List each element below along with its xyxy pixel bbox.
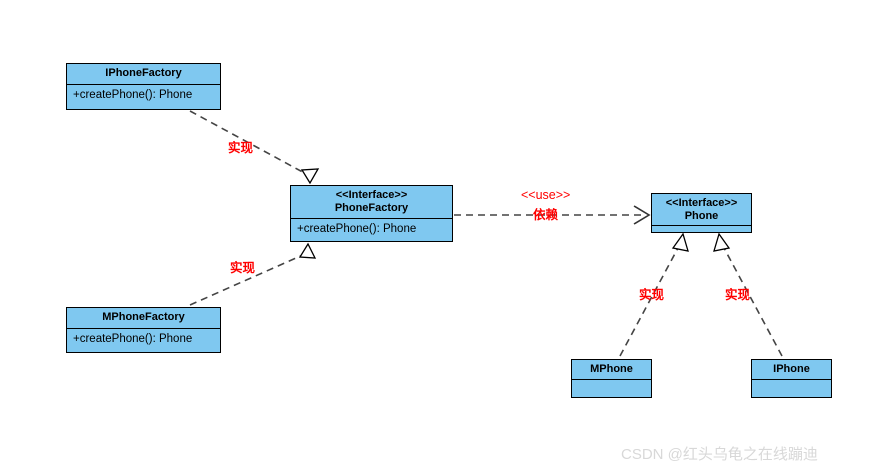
class-name-mphone: MPhone	[590, 363, 633, 375]
class-header-phone: <<Interface>> Phone	[652, 194, 751, 226]
class-box-mphone[interactable]: MPhone	[571, 359, 652, 398]
class-box-iphone[interactable]: IPhone	[751, 359, 832, 398]
stereotype-label-phonefactory: <<Interface>>	[335, 189, 408, 201]
class-box-phone[interactable]: <<Interface>> Phone	[651, 193, 752, 233]
relation-label-realize-mphonefactory: 实现	[230, 261, 256, 275]
class-header-iphonefactory: IPhoneFactory	[67, 64, 220, 85]
class-name-phonefactory: PhoneFactory	[334, 202, 409, 214]
class-name-iphone: IPhone	[773, 363, 810, 375]
class-methods-iphonefactory: +createPhone(): Phone	[67, 85, 220, 105]
class-methods-mphonefactory: +createPhone(): Phone	[67, 329, 220, 349]
watermark-text: CSDN @红头乌龟之在线蹦迪	[621, 446, 818, 463]
method-label: +createPhone(): Phone	[297, 223, 417, 235]
relation-stereotype-label-use: <<use>>	[521, 188, 571, 202]
class-header-mphonefactory: MPhoneFactory	[67, 308, 220, 329]
method-label: +createPhone(): Phone	[73, 333, 193, 345]
class-header-iphone: IPhone	[752, 360, 831, 380]
class-name-mphonefactory: MPhoneFactory	[102, 311, 185, 323]
class-header-phonefactory: <<Interface>> PhoneFactory	[291, 186, 452, 219]
class-header-mphone: MPhone	[572, 360, 651, 380]
relation-label-dependency: 依赖	[533, 208, 559, 222]
class-box-mphonefactory[interactable]: MPhoneFactory +createPhone(): Phone	[66, 307, 221, 353]
relation-label-realize-iphone: 实现	[725, 288, 751, 302]
stereotype-label-phone: <<Interface>>	[665, 197, 738, 209]
class-name-phone: Phone	[684, 210, 719, 222]
class-methods-mphone	[572, 380, 651, 397]
class-name-iphonefactory: IPhoneFactory	[105, 67, 182, 79]
class-methods-phonefactory: +createPhone(): Phone	[291, 219, 452, 239]
class-box-iphonefactory[interactable]: IPhoneFactory +createPhone(): Phone	[66, 63, 221, 110]
relation-label-realize-mphone: 实现	[639, 288, 665, 302]
class-methods-phone	[652, 226, 751, 243]
relation-label-realize-iphonefactory: 实现	[228, 141, 254, 155]
realization-iphonefactory-to-phonefactory	[189, 110, 320, 185]
class-methods-iphone	[752, 380, 831, 397]
method-label: +createPhone(): Phone	[73, 89, 193, 101]
class-box-phonefactory[interactable]: <<Interface>> PhoneFactory +createPhone(…	[290, 185, 453, 242]
